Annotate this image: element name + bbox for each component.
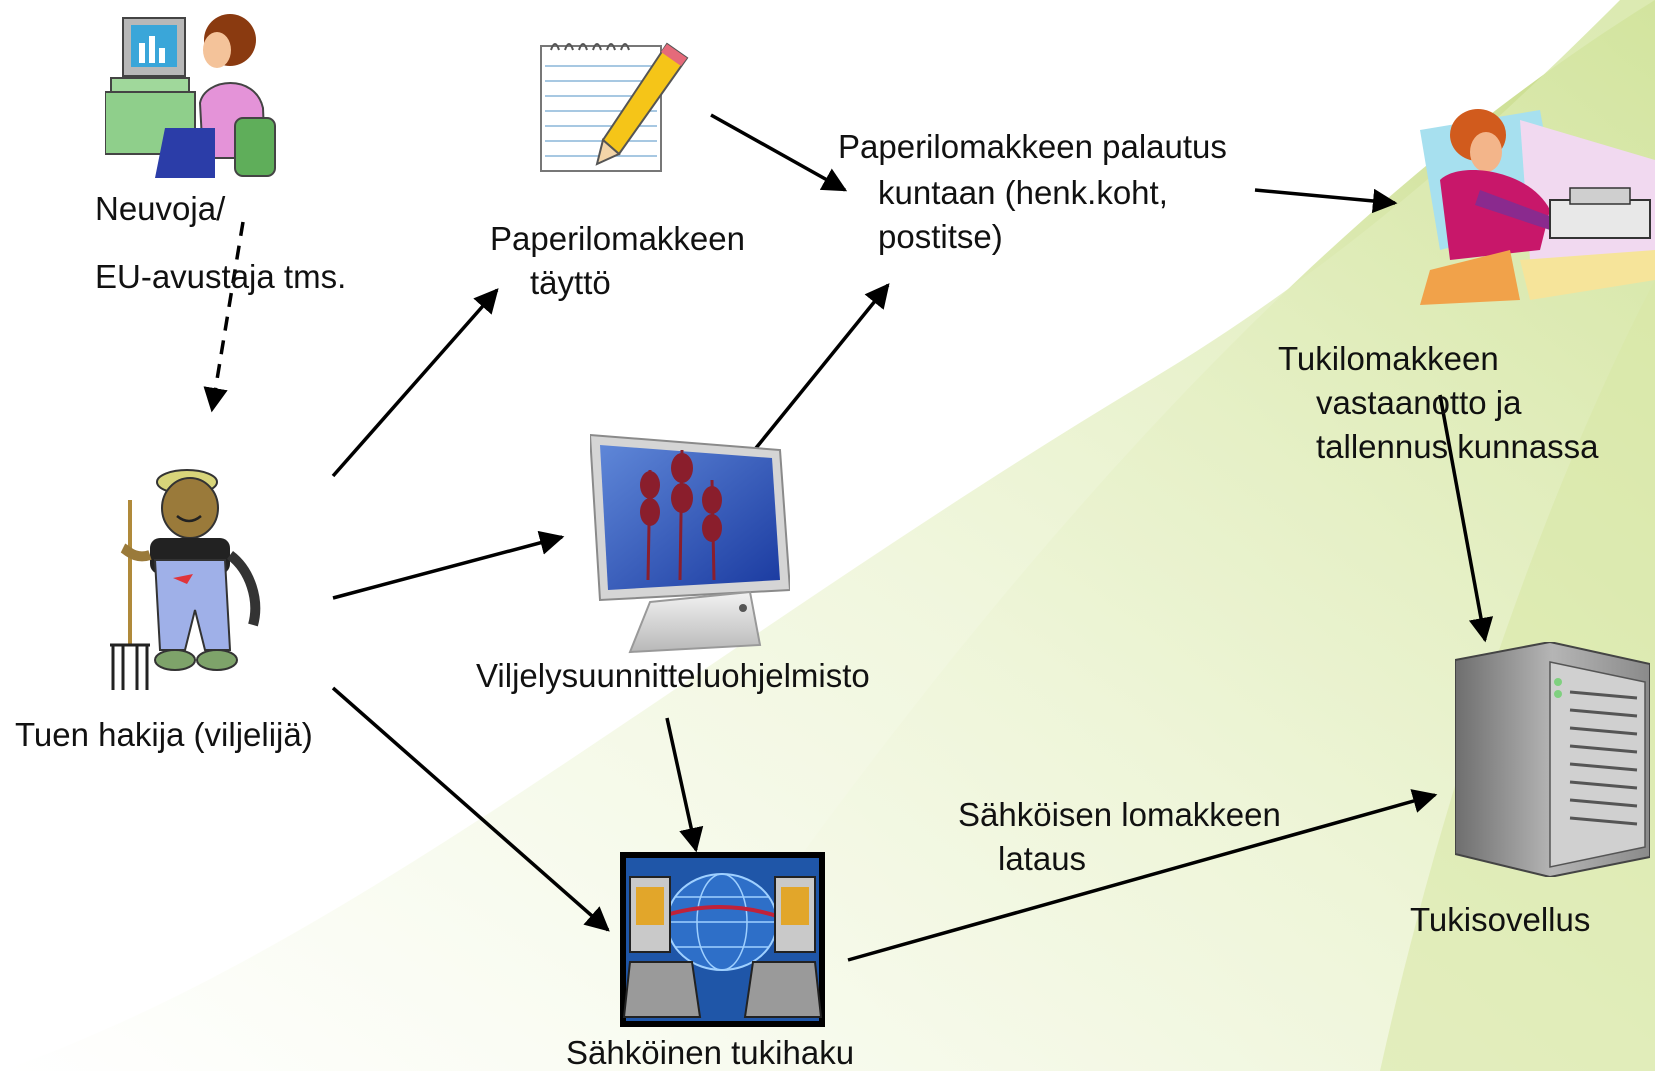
municipal-intake-label-line1: Tukilomakkeen bbox=[1278, 340, 1499, 377]
arrow-eservice-to-server bbox=[847, 789, 1438, 962]
support-application-label: Tukisovellus bbox=[1410, 901, 1591, 938]
monitor-wheat-icon bbox=[590, 433, 790, 654]
municipal-intake-label-line3: tallennus kunnassa bbox=[1316, 428, 1599, 465]
arrow-software-to-eservice bbox=[665, 717, 704, 853]
municipal-intake-label-line2: vastaanotto ja bbox=[1316, 384, 1522, 421]
arrow-return-to-clerk bbox=[1254, 188, 1398, 214]
networked-computers-icon bbox=[620, 852, 825, 1027]
arrow-software-to-return bbox=[754, 283, 890, 450]
e-application-label: Sähköinen tukihaku bbox=[566, 1034, 855, 1071]
arrow-advisor-to-farmer bbox=[203, 221, 245, 413]
arrow-farmer-to-paper bbox=[331, 288, 499, 478]
arrow-clerk-to-server bbox=[1438, 394, 1494, 643]
paper-return-label-line2: kuntaan (henk.koht, bbox=[878, 174, 1168, 211]
notepad-pencil-icon bbox=[540, 42, 689, 172]
arrow-farmer-to-software bbox=[332, 530, 565, 600]
upload-label-line2: lataus bbox=[998, 840, 1087, 877]
clerk-typing-icon bbox=[1420, 109, 1655, 305]
software-label: Viljelysuunnitteluohjelmisto bbox=[476, 657, 870, 694]
arrow-farmer-to-eservice bbox=[331, 686, 610, 932]
advisor-label-line1: Neuvoja/ bbox=[95, 190, 226, 227]
person-at-computer-icon bbox=[105, 14, 276, 178]
server-tower-icon bbox=[1455, 642, 1650, 877]
arrow-paper-to-return bbox=[710, 113, 848, 192]
paper-fill-label-line1: Paperilomakkeen bbox=[490, 220, 745, 257]
advisor-label-line2: EU-avustaja tms. bbox=[95, 258, 347, 295]
paper-fill-label-line2: täyttö bbox=[530, 264, 611, 301]
applicant-label: Tuen hakija (viljelijä) bbox=[15, 716, 313, 753]
paper-return-label-line3: postitse) bbox=[878, 218, 1003, 255]
farmer-pitchfork-icon bbox=[110, 469, 261, 690]
upload-label-line1: Sähköisen lomakkeen bbox=[958, 796, 1281, 833]
paper-return-label-line1: Paperilomakkeen palautus bbox=[838, 128, 1227, 165]
